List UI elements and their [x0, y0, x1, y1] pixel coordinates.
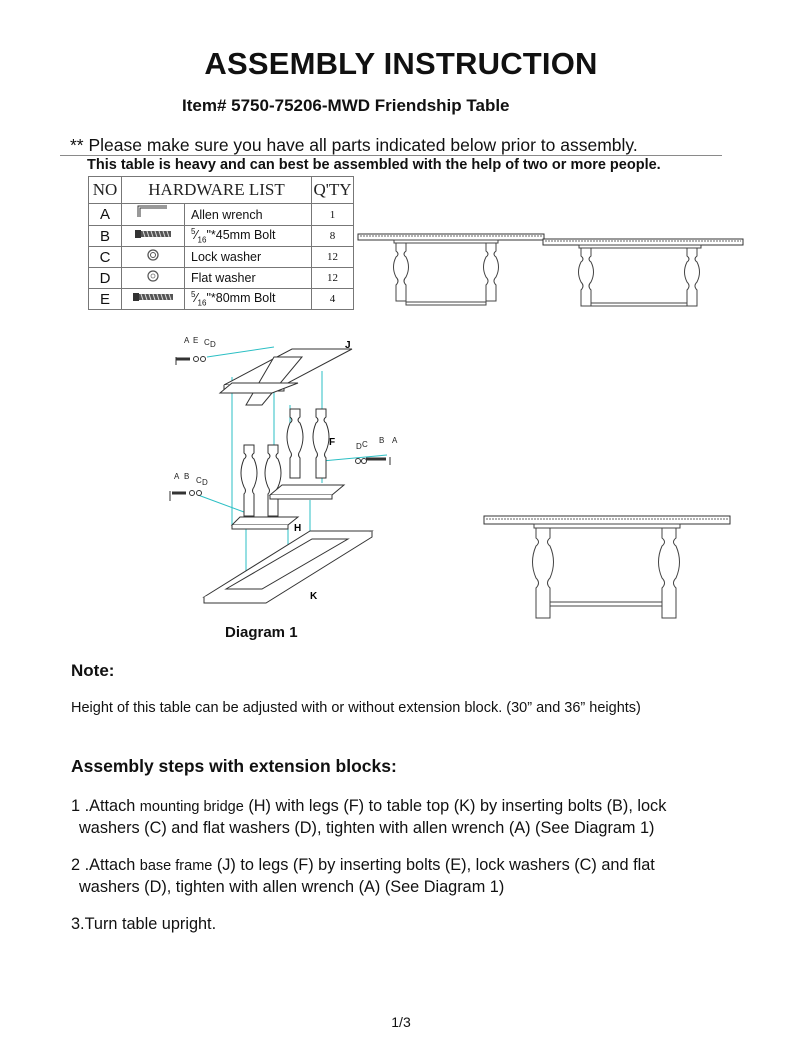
label-d: D	[202, 478, 208, 487]
divider	[60, 155, 722, 156]
table-view-short	[542, 238, 744, 307]
label-h: H	[294, 523, 301, 534]
lock-washer-icon	[121, 246, 185, 268]
label-f: F	[329, 437, 335, 448]
label-c: C	[204, 338, 210, 347]
hardware-header-row: NO HARDWARE LIST Q'TY	[88, 176, 354, 204]
page-title: ASSEMBLY INSTRUCTION	[204, 46, 598, 81]
allen-wrench-icon	[121, 203, 185, 226]
exploded-assembly-diagram: J F H K A E C D D C B A A B C D	[169, 336, 398, 604]
step-text: washers (C) and flat washers (D), tighte…	[79, 819, 655, 837]
step-text: (J) to legs (F) by inserting bolts (E), …	[212, 856, 655, 874]
note-heading: Note:	[71, 661, 115, 680]
item-number: Item# 5750-75206-MWD Friendship Table	[182, 96, 510, 115]
bolt-size: "*80mm Bolt	[206, 291, 276, 306]
bolt-icon	[121, 288, 185, 310]
hardware-row: B 5⁄16"*45mm Bolt 8	[88, 225, 354, 247]
bolt-size: "*45mm Bolt	[206, 228, 276, 243]
steps-heading: Assembly steps with extension blocks:	[71, 756, 397, 776]
label-b: B	[184, 472, 189, 481]
label-a: A	[392, 436, 398, 445]
label-c: C	[362, 440, 368, 449]
label-k: K	[310, 591, 318, 602]
label-a: A	[174, 472, 180, 481]
row-no: E	[88, 288, 122, 310]
label-a: A	[184, 336, 190, 345]
hardware-row: D Flat washer 12	[88, 267, 354, 289]
step-3: 3.Turn table upright.	[71, 915, 217, 933]
step-part-name: mounting bridge	[139, 799, 244, 815]
row-no: D	[88, 267, 122, 289]
step-text: 1 .Attach	[71, 797, 140, 815]
row-name: Flat washer	[184, 267, 312, 289]
table-view-short-extended	[357, 233, 545, 306]
row-qty: 4	[311, 288, 354, 310]
label-e: E	[193, 336, 198, 345]
header-no: NO	[88, 176, 122, 204]
step-text: 2 .Attach	[71, 856, 140, 874]
fraction-numerator: 5	[191, 290, 196, 300]
step-part-name: base frame	[139, 858, 213, 874]
row-qty: 12	[311, 246, 354, 268]
row-qty: 12	[311, 267, 354, 289]
step-2: 2 .Attach base frame (J) to legs (F) by …	[71, 855, 751, 898]
label-b: B	[379, 436, 384, 445]
step-text: washers (D), tighten with allen wrench (…	[79, 878, 505, 896]
parts-warning: ** Please make sure you have all parts i…	[70, 135, 638, 155]
row-name: 5⁄16"*80mm Bolt	[184, 288, 312, 310]
note-body: Height of this table can be adjusted wit…	[71, 700, 641, 716]
hardware-table: NO HARDWARE LIST Q'TY A Allen wrench 1 B…	[88, 176, 354, 310]
fraction-denominator: 16	[197, 235, 207, 245]
label-d: D	[210, 340, 216, 349]
diagram-caption: Diagram 1	[225, 624, 298, 641]
row-name: Lock washer	[184, 246, 312, 268]
label-d: D	[356, 442, 362, 451]
hardware-row: E 5⁄16"*80mm Bolt 4	[88, 288, 354, 310]
row-no: B	[88, 225, 122, 247]
fraction-denominator: 16	[197, 298, 207, 308]
row-name: Allen wrench	[184, 203, 312, 226]
row-no: C	[88, 246, 122, 268]
row-no: A	[88, 203, 122, 226]
row-name: 5⁄16"*45mm Bolt	[184, 225, 312, 247]
flat-washer-icon	[121, 267, 185, 289]
step-text: (H) with legs (F) to table top (K) by in…	[243, 797, 667, 815]
page-number: 1/3	[391, 1014, 411, 1030]
hardware-row: C Lock washer 12	[88, 246, 354, 268]
row-qty: 1	[311, 203, 354, 226]
hardware-row: A Allen wrench 1	[88, 203, 354, 226]
label-c: C	[196, 476, 202, 485]
label-j: J	[345, 340, 351, 351]
heavy-warning: This table is heavy and can best be asse…	[87, 157, 661, 173]
bolt-icon	[121, 225, 185, 247]
fraction-numerator: 5	[191, 227, 196, 237]
header-qty: Q'TY	[311, 176, 354, 204]
row-qty: 8	[311, 225, 354, 247]
table-view-tall	[483, 515, 731, 619]
step-1: 1 .Attach mounting bridge (H) with legs …	[71, 796, 751, 839]
header-hardware-list: HARDWARE LIST	[121, 176, 312, 204]
